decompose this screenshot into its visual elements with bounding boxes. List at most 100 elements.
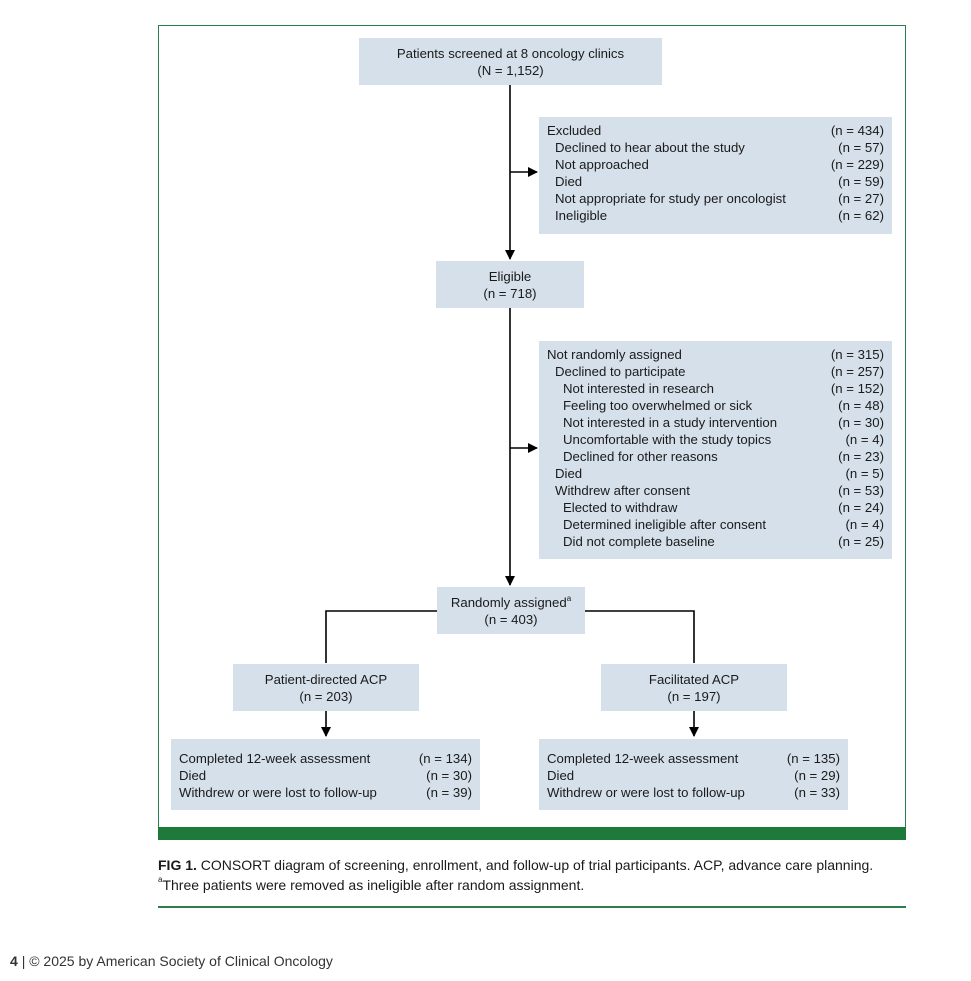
not-randomized-row: Feeling too overwhelmed or sick(n = 48) bbox=[547, 397, 884, 414]
page-number: 4 bbox=[10, 953, 18, 969]
footer-copyright: © 2025 by American Society of Clinical O… bbox=[29, 953, 333, 969]
connector-randomized-patient-arm bbox=[325, 610, 440, 663]
eligible-count: (n = 718) bbox=[483, 285, 537, 301]
not-randomized-label: Withdrew after consent bbox=[555, 483, 690, 498]
not-randomized-count: (n = 315) bbox=[830, 347, 884, 362]
excluded-row: Not appropriate for study per oncologist… bbox=[547, 190, 884, 207]
not-randomized-label: Did not complete baseline bbox=[563, 534, 715, 549]
figure-label: FIG 1. bbox=[158, 857, 197, 873]
footer-separator: | bbox=[21, 953, 26, 969]
not-randomized-label: Elected to withdraw bbox=[563, 500, 678, 515]
not-randomized-count: (n = 30) bbox=[838, 415, 884, 430]
excluded-label: Excluded bbox=[547, 123, 602, 138]
facilitated-outcome-count: (n = 135) bbox=[786, 751, 840, 766]
not-randomized-label: Uncomfortable with the study topics bbox=[563, 432, 772, 447]
caption-rule bbox=[158, 906, 906, 908]
patient-arm-count: (n = 203) bbox=[299, 688, 353, 704]
not-randomized-row: Did not complete baseline (n = 25) bbox=[547, 533, 884, 550]
excluded-label: Ineligible bbox=[555, 208, 608, 223]
facilitated-outcome-row: Completed 12-week assessment (n = 135) bbox=[547, 750, 840, 767]
not-randomized-label: Determined ineligible after consent bbox=[563, 517, 767, 532]
not-randomized-row: Not randomly assigned (n = 315) bbox=[547, 346, 884, 363]
not-randomized-label: Not interested in a study intervention bbox=[563, 415, 778, 430]
excluded-label: Not approached bbox=[555, 157, 649, 172]
patient-directed-arm-box: Patient-directed ACP (n = 203) bbox=[233, 664, 419, 711]
caption-note-marker: a bbox=[158, 875, 163, 884]
facilitated-arm-count: (n = 197) bbox=[667, 688, 721, 704]
not-randomized-row: Died (n = 5) bbox=[547, 465, 884, 482]
excluded-label: Died bbox=[555, 174, 583, 189]
patient-outcome-row: Withdrew or were lost to follow-up (n = 3… bbox=[179, 784, 472, 801]
facilitated-arm-box: Facilitated ACP (n = 197) bbox=[601, 664, 787, 711]
screened-count: (N = 1,152) bbox=[477, 62, 544, 78]
patient-outcome-label: Died bbox=[179, 768, 207, 783]
screened-box: Patients screened at 8 oncology clinics … bbox=[359, 38, 662, 85]
not-randomized-count: (n = 257) bbox=[830, 364, 884, 379]
excluded-row: Declined to hear about the study (n = 57) bbox=[547, 139, 884, 156]
not-randomized-row: Elected to withdraw (n = 24) bbox=[547, 499, 884, 516]
patient-outcome-count: (n = 39) bbox=[426, 785, 472, 800]
patient-outcome-label: Completed 12-week assessment bbox=[179, 751, 371, 766]
not-randomized-row: Determined ineligible after consent (n = … bbox=[547, 516, 884, 533]
not-randomized-row: Declined for other reasons (n = 23) bbox=[547, 448, 884, 465]
not-randomized-count: (n = 152) bbox=[830, 381, 884, 396]
excluded-count: (n = 229) bbox=[830, 157, 884, 172]
patient-outcome-row: Completed 12-week assessment (n = 134) bbox=[179, 750, 472, 767]
not-randomized-row: Not interested in a study intervention (n… bbox=[547, 414, 884, 431]
excluded-row: Not approached (n = 229) bbox=[547, 156, 884, 173]
excluded-row: Excluded(n = 434) bbox=[547, 122, 884, 139]
patient-arm-title: Patient-directed ACP bbox=[264, 671, 388, 687]
not-randomized-count: (n = 23) bbox=[838, 449, 884, 464]
not-randomized-label: Not randomly assigned bbox=[547, 347, 682, 362]
patient-outcome-box: Completed 12-week assessment(n = 134)Die… bbox=[171, 739, 480, 810]
not-randomized-box: Not randomly assigned(n = 315)Declined t… bbox=[539, 341, 892, 559]
not-randomized-count: (n = 4) bbox=[845, 432, 884, 447]
not-randomized-label: Declined for other reasons bbox=[563, 449, 718, 464]
facilitated-outcome-label: Completed 12-week assessment bbox=[547, 751, 739, 766]
excluded-row: Ineligible (n = 62) bbox=[547, 207, 884, 224]
facilitated-outcome-box: Completed 12-week assessment(n = 135)Die… bbox=[539, 739, 848, 810]
figure-bottom-bar bbox=[158, 827, 906, 840]
not-randomized-row: Declined to participate (n = 257) bbox=[547, 363, 884, 380]
facilitated-outcome-label: Died bbox=[547, 768, 575, 783]
excluded-count: (n = 59) bbox=[838, 174, 884, 189]
facilitated-outcome-row: Died (n = 29) bbox=[547, 767, 840, 784]
not-randomized-row: Not interested in research (n = 152) bbox=[547, 380, 884, 397]
not-randomized-count: (n = 25) bbox=[838, 534, 884, 549]
randomized-title: Randomly assigneda bbox=[450, 593, 572, 610]
facilitated-outcome-count: (n = 29) bbox=[794, 768, 840, 783]
not-randomized-label: Feeling too overwhelmed or sick bbox=[563, 398, 753, 413]
not-randomized-count: (n = 24) bbox=[838, 500, 884, 515]
excluded-count: (n = 27) bbox=[838, 191, 884, 206]
excluded-row: Died (n = 59) bbox=[547, 173, 884, 190]
not-randomized-label: Declined to participate bbox=[555, 364, 686, 379]
facilitated-arm-title: Facilitated ACP bbox=[648, 671, 740, 687]
patient-outcome-label: Withdrew or were lost to follow-up bbox=[179, 785, 377, 800]
page-footer: 4 | © 2025 by American Society of Clinic… bbox=[10, 953, 333, 969]
eligible-title: Eligible bbox=[488, 268, 532, 284]
facilitated-outcome-count: (n = 33) bbox=[794, 785, 840, 800]
excluded-count: (n = 62) bbox=[838, 208, 884, 223]
excluded-count: (n = 57) bbox=[838, 140, 884, 155]
not-randomized-label: Died bbox=[555, 466, 583, 481]
not-randomized-row: Uncomfortable with the study topics (n = … bbox=[547, 431, 884, 448]
facilitated-outcome-row: Withdrew or were lost to follow-up(n = 3… bbox=[547, 784, 840, 801]
not-randomized-count: (n = 4) bbox=[845, 517, 884, 532]
connector-randomized-facilitated-arm bbox=[582, 610, 695, 663]
caption-text: CONSORT diagram of screening, enrollment… bbox=[200, 857, 874, 873]
randomized-box: Randomly assigneda (n = 403) bbox=[437, 587, 585, 634]
eligible-box: Eligible (n = 718) bbox=[436, 261, 584, 308]
figure-caption: FIG 1. CONSORT diagram of screening, enr… bbox=[158, 855, 918, 895]
not-randomized-count: (n = 5) bbox=[845, 466, 884, 481]
not-randomized-label: Not interested in research bbox=[563, 381, 714, 396]
excluded-label: Declined to hear about the study bbox=[555, 140, 745, 155]
not-randomized-row: Withdrew after consent (n = 53) bbox=[547, 482, 884, 499]
figure-frame bbox=[158, 25, 906, 840]
not-randomized-count: (n = 53) bbox=[838, 483, 884, 498]
randomized-count: (n = 403) bbox=[484, 611, 538, 627]
patient-outcome-row: Died (n = 30) bbox=[179, 767, 472, 784]
patient-outcome-count: (n = 134) bbox=[418, 751, 472, 766]
screened-title: Patients screened at 8 oncology clinics bbox=[396, 45, 625, 61]
excluded-label: Not appropriate for study per oncologist bbox=[555, 191, 786, 206]
patient-outcome-count: (n = 30) bbox=[426, 768, 472, 783]
